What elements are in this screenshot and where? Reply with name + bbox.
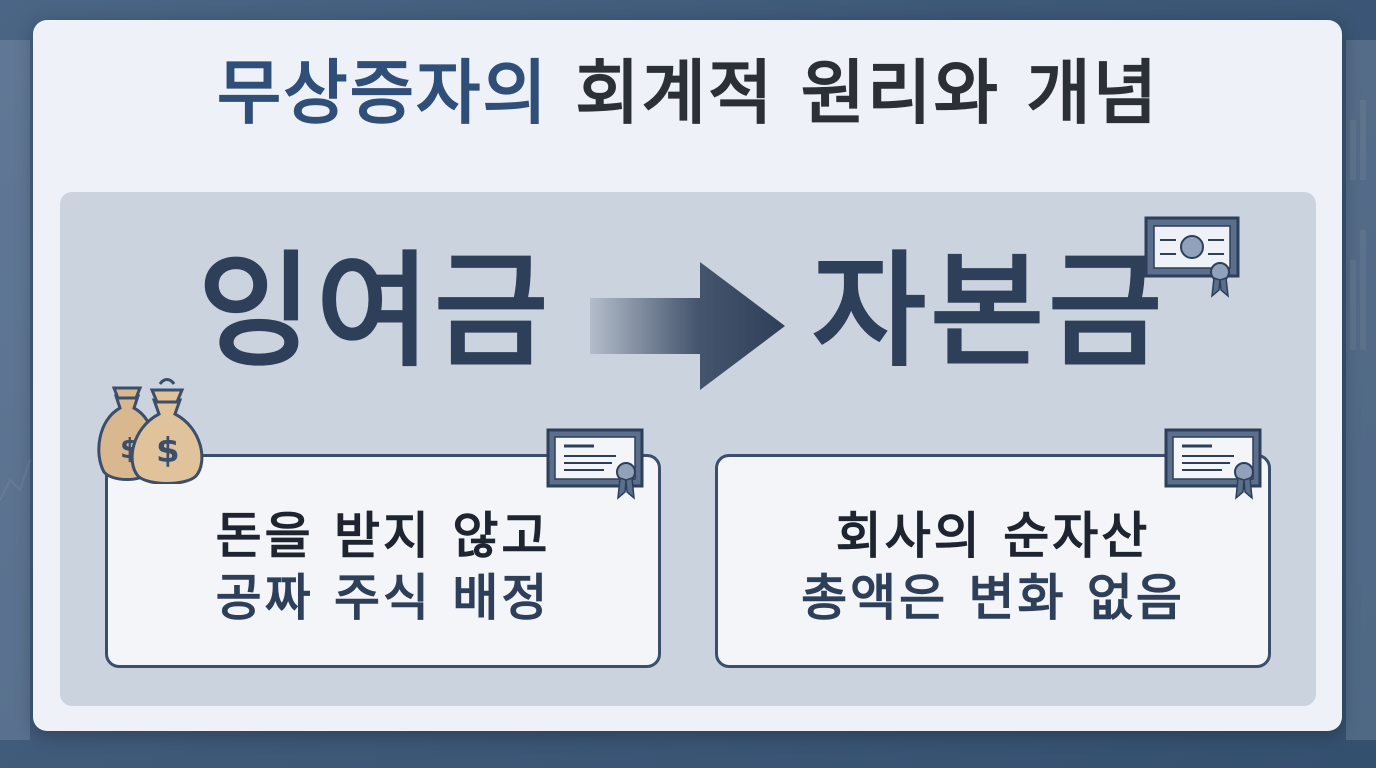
svg-text:$: $ [156, 431, 180, 471]
page-title: 무상증자의 회계적 원리와 개념 [0, 58, 1376, 128]
stock-certificate-icon [546, 428, 644, 500]
net-assets-box: 회사의 순자산 총액은 변화 없음 [715, 454, 1271, 668]
net-assets-line1: 회사의 순자산 [835, 507, 1151, 565]
free-shares-box: 돈을 받지 않고 공짜 주식 배정 [105, 454, 661, 668]
net-assets-text: 회사의 순자산 총액은 변화 없음 [718, 505, 1268, 629]
stock-certificate-icon [1164, 428, 1262, 500]
net-assets-line2: 총액은 변화 없음 [801, 569, 1185, 627]
free-shares-line1: 돈을 받지 않고 [215, 507, 551, 565]
title-accent: 무상증자의 [216, 52, 549, 134]
right-arrow-icon [590, 262, 785, 390]
money-bags-icon: $ $ [97, 378, 204, 484]
free-shares-text: 돈을 받지 않고 공짜 주식 배정 [108, 505, 658, 629]
retained-earnings-label: 잉여금 [198, 240, 553, 384]
stock-certificate-icon [1144, 216, 1240, 298]
title-rest: 회계적 원리와 개념 [548, 52, 1160, 134]
capital-stock-label: 자본금 [812, 240, 1167, 384]
free-shares-line2: 공짜 주식 배정 [215, 569, 551, 627]
